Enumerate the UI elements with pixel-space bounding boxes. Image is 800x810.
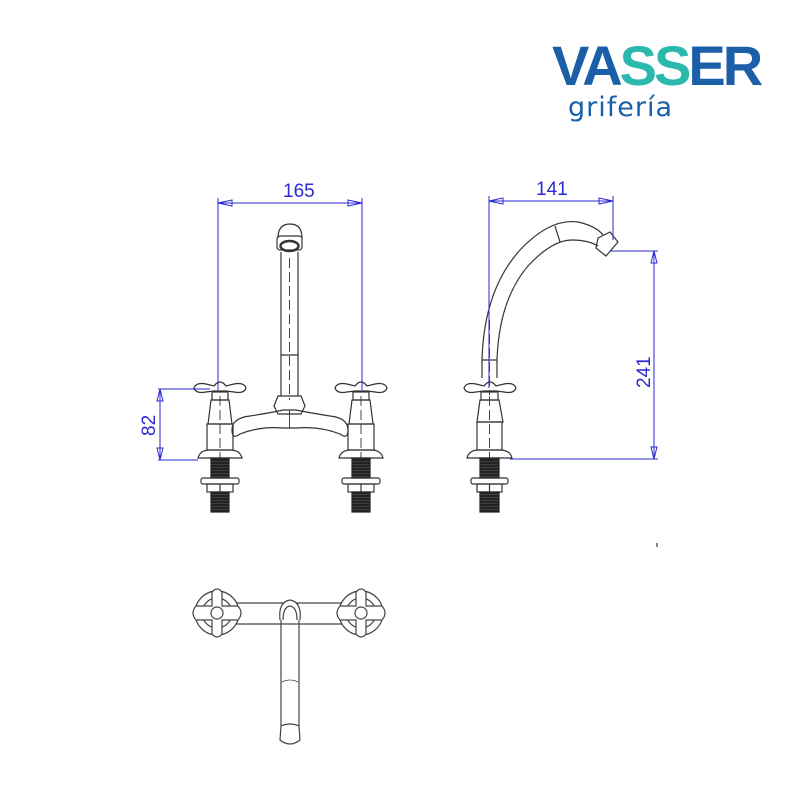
top-right-handle: [336, 588, 386, 638]
brand-subtitle: grifería: [568, 92, 674, 123]
side-reach-dimension-label: 141: [536, 179, 568, 200]
front-width-dimension-label: 165: [283, 181, 315, 202]
top-view: [192, 588, 386, 745]
brand-name-part1: VA: [552, 34, 623, 97]
side-dimensions: [488, 196, 658, 460]
brand-logo: VASSER grifería: [552, 38, 763, 128]
top-spout: [279, 599, 301, 745]
front-height-dimension-label: 82: [139, 415, 160, 436]
stray-mark: [656, 543, 658, 547]
brand-wordmark: VASSER: [552, 38, 763, 94]
top-left-handle: [192, 588, 242, 638]
front-dimensions: [156, 198, 363, 461]
side-height-dimension-label: 241: [634, 356, 655, 388]
front-view: [193, 223, 388, 513]
brand-name-part2: SS: [619, 34, 692, 97]
front-left-valve: [193, 381, 247, 513]
brand-name-part3: ER: [688, 34, 763, 97]
side-view: [463, 220, 619, 513]
side-valve: [463, 381, 517, 513]
front-right-valve: [334, 381, 388, 513]
side-spout: [481, 220, 619, 395]
front-spout: [273, 223, 306, 415]
